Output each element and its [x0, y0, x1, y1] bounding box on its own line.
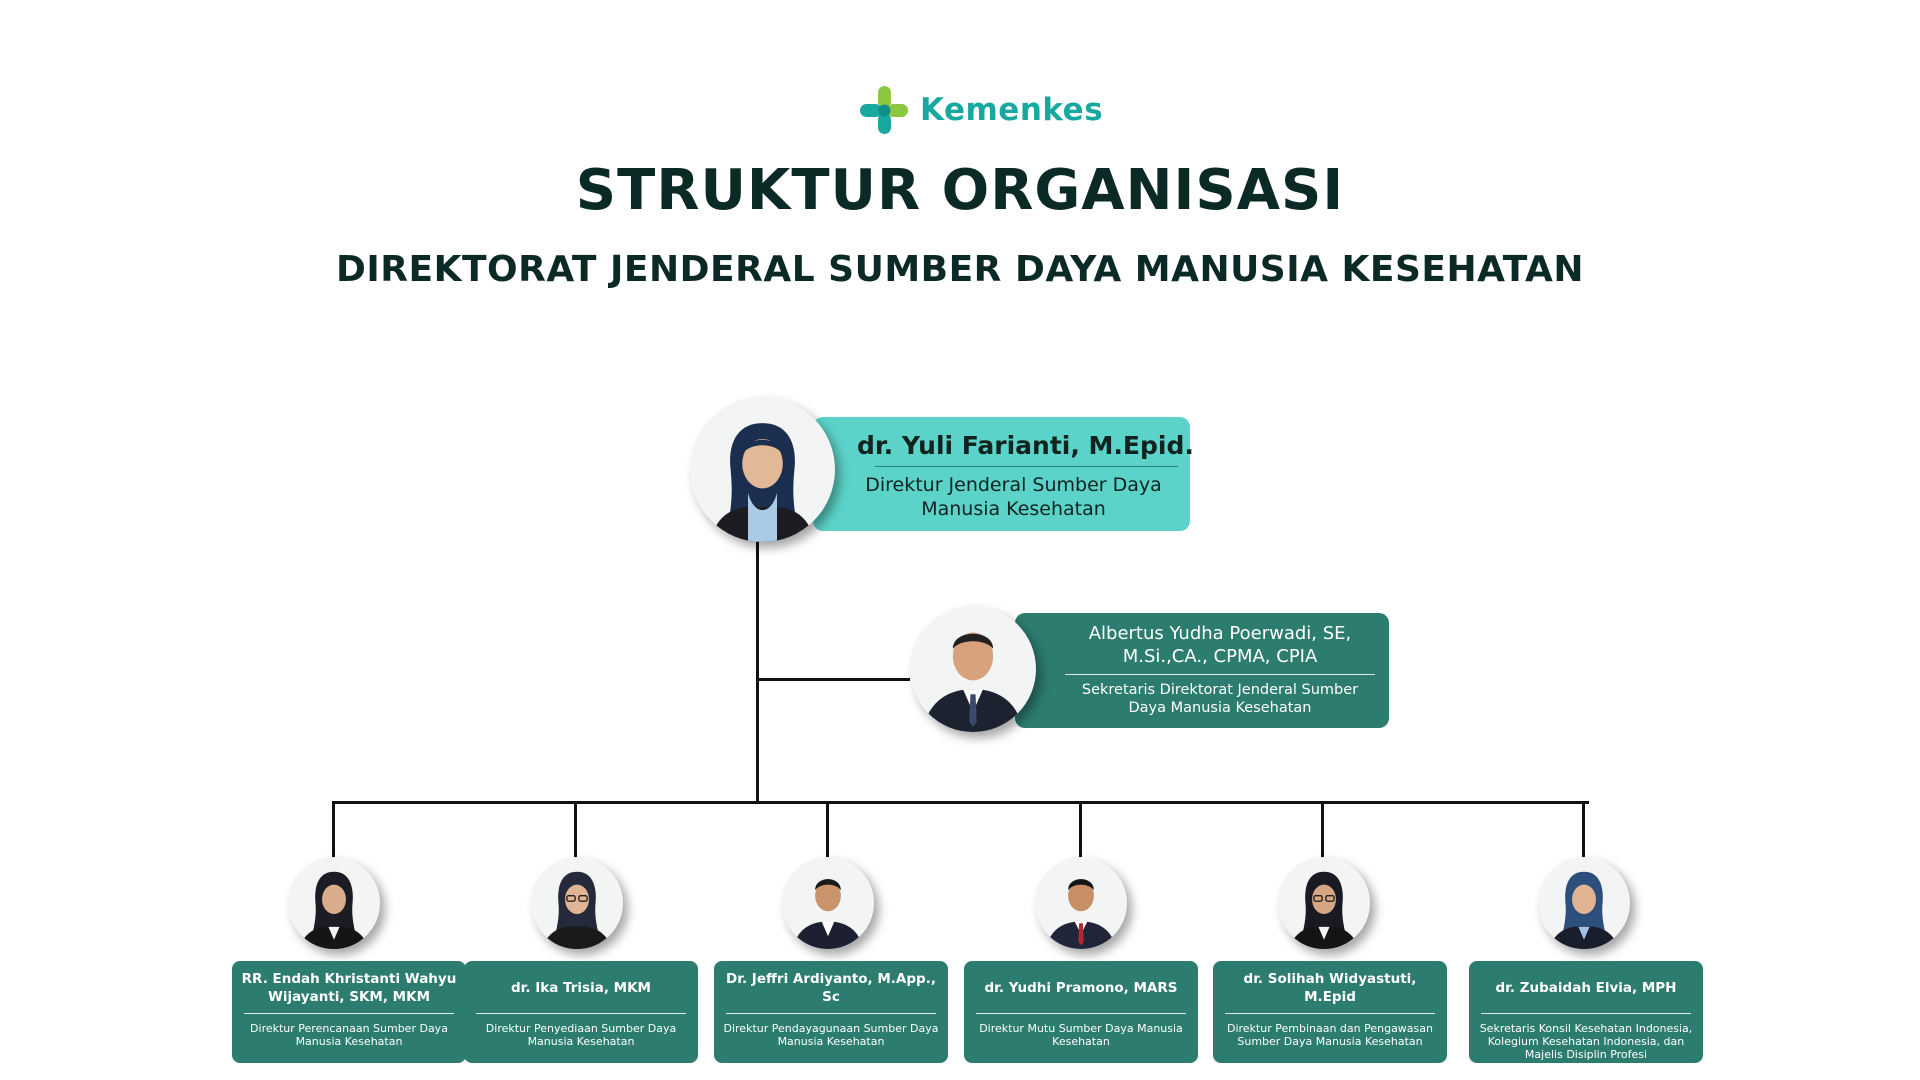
director-6-card: dr. Zubaidah Elvia, MPH Sekretaris Konsi…: [1469, 961, 1703, 1063]
divider: [726, 1013, 936, 1014]
director-3-name: Dr. Jeffri Ardiyanto, M.App., Sc: [726, 971, 936, 1005]
divider: [244, 1013, 454, 1014]
director-3-position: Direktur Pendayagunaan Sumber Daya Manus…: [723, 1022, 939, 1048]
drop-line-1: [332, 801, 335, 859]
director-general-photo: [690, 397, 835, 542]
logo-text: Kemenkes: [920, 92, 1104, 128]
secretary-position: Sekretaris Direktorat Jenderal Sumber Da…: [1081, 682, 1359, 716]
secretary-photo: [910, 606, 1036, 732]
director-1-position: Direktur Perencanaan Sumber Daya Manusia…: [250, 1022, 448, 1048]
divider: [875, 466, 1178, 467]
director-5-position: Direktur Pembinaan dan Pengawasan Sumber…: [1226, 1022, 1433, 1048]
divider: [1065, 674, 1375, 675]
divider: [476, 1013, 686, 1014]
director-2-photo: [531, 857, 623, 949]
director-general-name: dr. Yuli Farianti, M.Epid.: [857, 431, 1194, 460]
divider: [976, 1013, 1186, 1014]
drop-line-5: [1321, 801, 1324, 859]
director-2-position: Direktur Penyediaan Sumber Daya Manusia …: [485, 1022, 677, 1048]
director-general-card: dr. Yuli Farianti, M.Epid. Direktur Jend…: [813, 417, 1194, 531]
drop-line-3: [826, 801, 829, 859]
director-6-position: Sekretaris Konsil Kesehatan Indonesia, K…: [1479, 1022, 1693, 1061]
divider: [1225, 1013, 1435, 1014]
director-4-photo: [1035, 857, 1127, 949]
director-general-position: Direktur Jenderal Sumber Daya Manusia Ke…: [865, 474, 1162, 520]
director-5-photo: [1278, 857, 1370, 949]
director-1-photo: [288, 857, 380, 949]
kemenkes-cross-icon: [860, 86, 908, 134]
directors-bus-line: [332, 801, 1589, 804]
director-5-name: dr. Solihah Widyastuti, M.Epid: [1243, 971, 1417, 1005]
secretary-branch-line: [756, 678, 910, 681]
director-4-name: dr. Yudhi Pramono, MARS: [984, 980, 1178, 996]
director-3-photo: [782, 857, 874, 949]
kemenkes-logo: Kemenkes: [858, 82, 1103, 138]
director-5-card: dr. Solihah Widyastuti, M.Epid Direktur …: [1213, 961, 1447, 1063]
director-3-card: Dr. Jeffri Ardiyanto, M.App., Sc Direktu…: [714, 961, 948, 1063]
director-1-card: RR. Endah Khristanti Wahyu Wijayanti, SK…: [232, 961, 466, 1063]
drop-line-2: [574, 801, 577, 859]
director-4-position: Direktur Mutu Sumber Daya Manusia Keseha…: [979, 1022, 1183, 1048]
director-2-card: dr. Ika Trisia, MKM Direktur Penyediaan …: [464, 961, 698, 1063]
secretary-card: Albertus Yudha Poerwadi, SE, M.Si.,CA., …: [1015, 613, 1389, 728]
page-subtitle: DIREKTORAT JENDERAL SUMBER DAYA MANUSIA …: [336, 249, 1584, 290]
director-1-name: RR. Endah Khristanti Wahyu Wijayanti, SK…: [241, 971, 457, 1005]
secretary-name: Albertus Yudha Poerwadi, SE, M.Si.,CA., …: [1088, 623, 1352, 667]
director-6-name: dr. Zubaidah Elvia, MPH: [1495, 980, 1677, 996]
director-4-card: dr. Yudhi Pramono, MARS Direktur Mutu Su…: [964, 961, 1198, 1063]
drop-line-6: [1582, 801, 1585, 859]
director-6-photo: [1538, 857, 1630, 949]
trunk-line: [756, 540, 759, 804]
director-2-name: dr. Ika Trisia, MKM: [511, 980, 651, 996]
drop-line-4: [1079, 801, 1082, 859]
page-title: STRUKTUR ORGANISASI: [575, 158, 1345, 223]
divider: [1481, 1013, 1691, 1014]
